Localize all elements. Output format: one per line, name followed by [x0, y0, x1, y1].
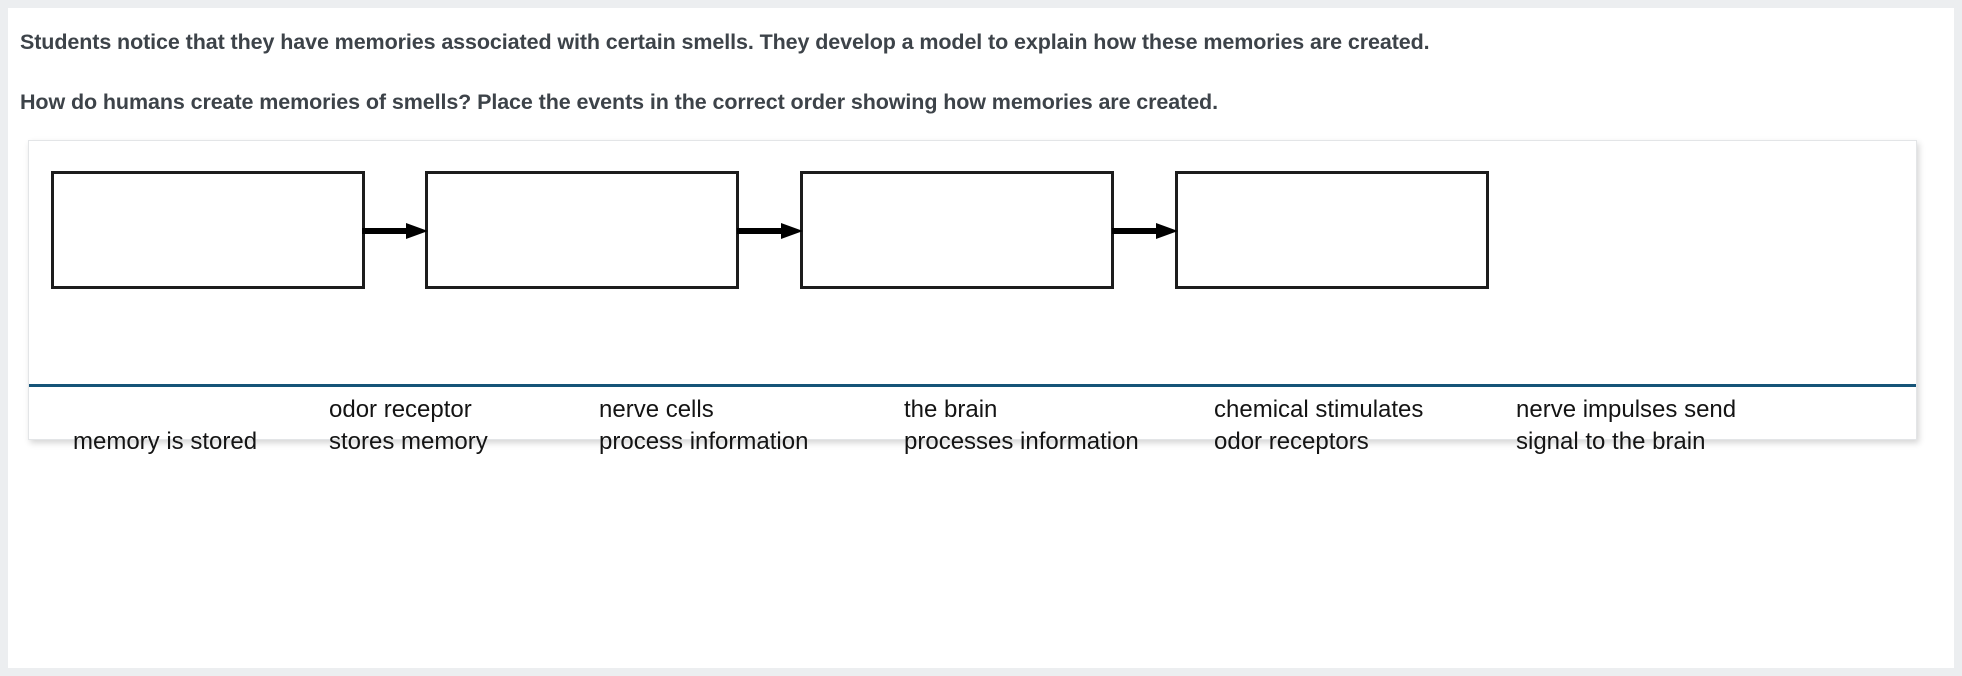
option-text-line: the brain	[904, 396, 998, 423]
option-text-line: memory is stored	[73, 428, 258, 455]
option-text-line: odor receptors	[1214, 428, 1369, 455]
option-text-line: odor receptor	[329, 396, 472, 423]
arrow-right-icon	[1112, 223, 1178, 239]
arrow-right-icon	[737, 223, 803, 239]
sequence-flow-row	[29, 141, 1916, 321]
draggable-option-1[interactable]: memory is stored	[73, 394, 257, 458]
section-divider	[29, 384, 1916, 387]
drop-slot-1[interactable]	[51, 171, 365, 289]
prompt-line-2: How do humans create memories of smells?…	[20, 90, 1218, 114]
option-text-line: nerve impulses send	[1516, 396, 1737, 423]
arrow-right-icon	[362, 223, 428, 239]
draggable-option-3[interactable]: nerve cells process information	[599, 394, 808, 458]
prompt-line-1: Students notice that they have memories …	[20, 30, 1430, 54]
draggable-options-row: memory is stored odor receptor stores me…	[29, 394, 1916, 494]
draggable-option-6[interactable]: nerve impulses send signal to the brain	[1516, 394, 1736, 458]
draggable-option-2[interactable]: odor receptor stores memory	[329, 394, 488, 458]
draggable-option-4[interactable]: the brain processes information	[904, 394, 1139, 458]
option-text-line: process information	[599, 428, 809, 455]
option-text-line: nerve cells	[599, 396, 714, 423]
drop-slot-2[interactable]	[425, 171, 739, 289]
option-text-line: processes information	[904, 428, 1139, 455]
draggable-option-5[interactable]: chemical stimulates odor receptors	[1214, 394, 1423, 458]
drop-slot-4[interactable]	[1175, 171, 1489, 289]
option-text-line: signal to the brain	[1516, 428, 1706, 455]
page-card: Students notice that they have memories …	[8, 8, 1954, 668]
drag-and-drop-activity: memory is stored odor receptor stores me…	[28, 140, 1917, 455]
option-text-line: stores memory	[329, 428, 488, 455]
option-text-line: chemical stimulates	[1214, 396, 1424, 423]
drop-slot-3[interactable]	[800, 171, 1114, 289]
